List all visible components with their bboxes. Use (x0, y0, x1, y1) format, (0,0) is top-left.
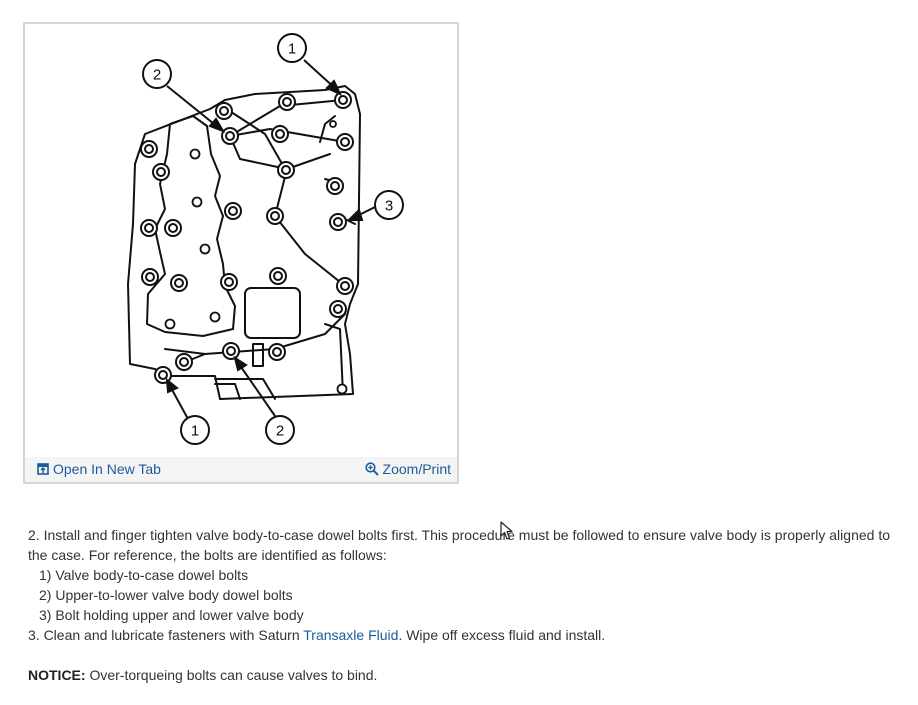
open-in-new-tab-label: Open In New Tab (53, 461, 161, 477)
notice-text: Over-torqueing bolts can cause valves to… (85, 667, 378, 683)
bolt-list-item: 3) Bolt holding upper and lower valve bo… (39, 607, 304, 623)
callout-2-bottom: 2 (276, 423, 284, 440)
zoom-print-link[interactable]: Zoom/Print (364, 461, 451, 477)
transaxle-fluid-link[interactable]: Transaxle Fluid (303, 627, 399, 643)
valve-body-diagram: 1 2 3 2 1 (127, 33, 404, 445)
open-new-tab-icon (37, 463, 49, 475)
callout-2-top: 2 (153, 67, 161, 84)
callout-1-top: 1 (288, 41, 296, 58)
step-3-text: 3. Clean and lubricate fasteners with Sa… (25, 625, 913, 645)
open-in-new-tab-link[interactable]: Open In New Tab (37, 461, 161, 477)
step-3-prefix: 3. Clean and lubricate fasteners with Sa… (28, 627, 304, 643)
step-3-suffix: . Wipe off excess fluid and install. (398, 627, 606, 643)
notice-label: NOTICE: (28, 667, 86, 683)
step-2-text: 2. Install and finger tighten valve body… (28, 527, 890, 563)
callout-1-bottom: 1 (191, 423, 199, 440)
figure-toolbar: Open In New Tab Zoom/Print (25, 457, 457, 482)
mouse-cursor-icon (500, 521, 513, 540)
bolt-list-item: 1) Valve body-to-case dowel bolts (39, 567, 249, 583)
zoom-print-label: Zoom/Print (382, 461, 451, 477)
callout-3: 3 (385, 198, 393, 215)
zoom-icon (364, 462, 379, 476)
instructions: 2. Install and finger tighten valve body… (25, 525, 913, 685)
notice: NOTICE: Over-torqueing bolts can cause v… (25, 665, 913, 685)
bolt-list-item: 2) Upper-to-lower valve body dowel bolts (39, 587, 293, 603)
figure-card: 1 2 3 2 1 Open In New Tab (23, 22, 459, 484)
